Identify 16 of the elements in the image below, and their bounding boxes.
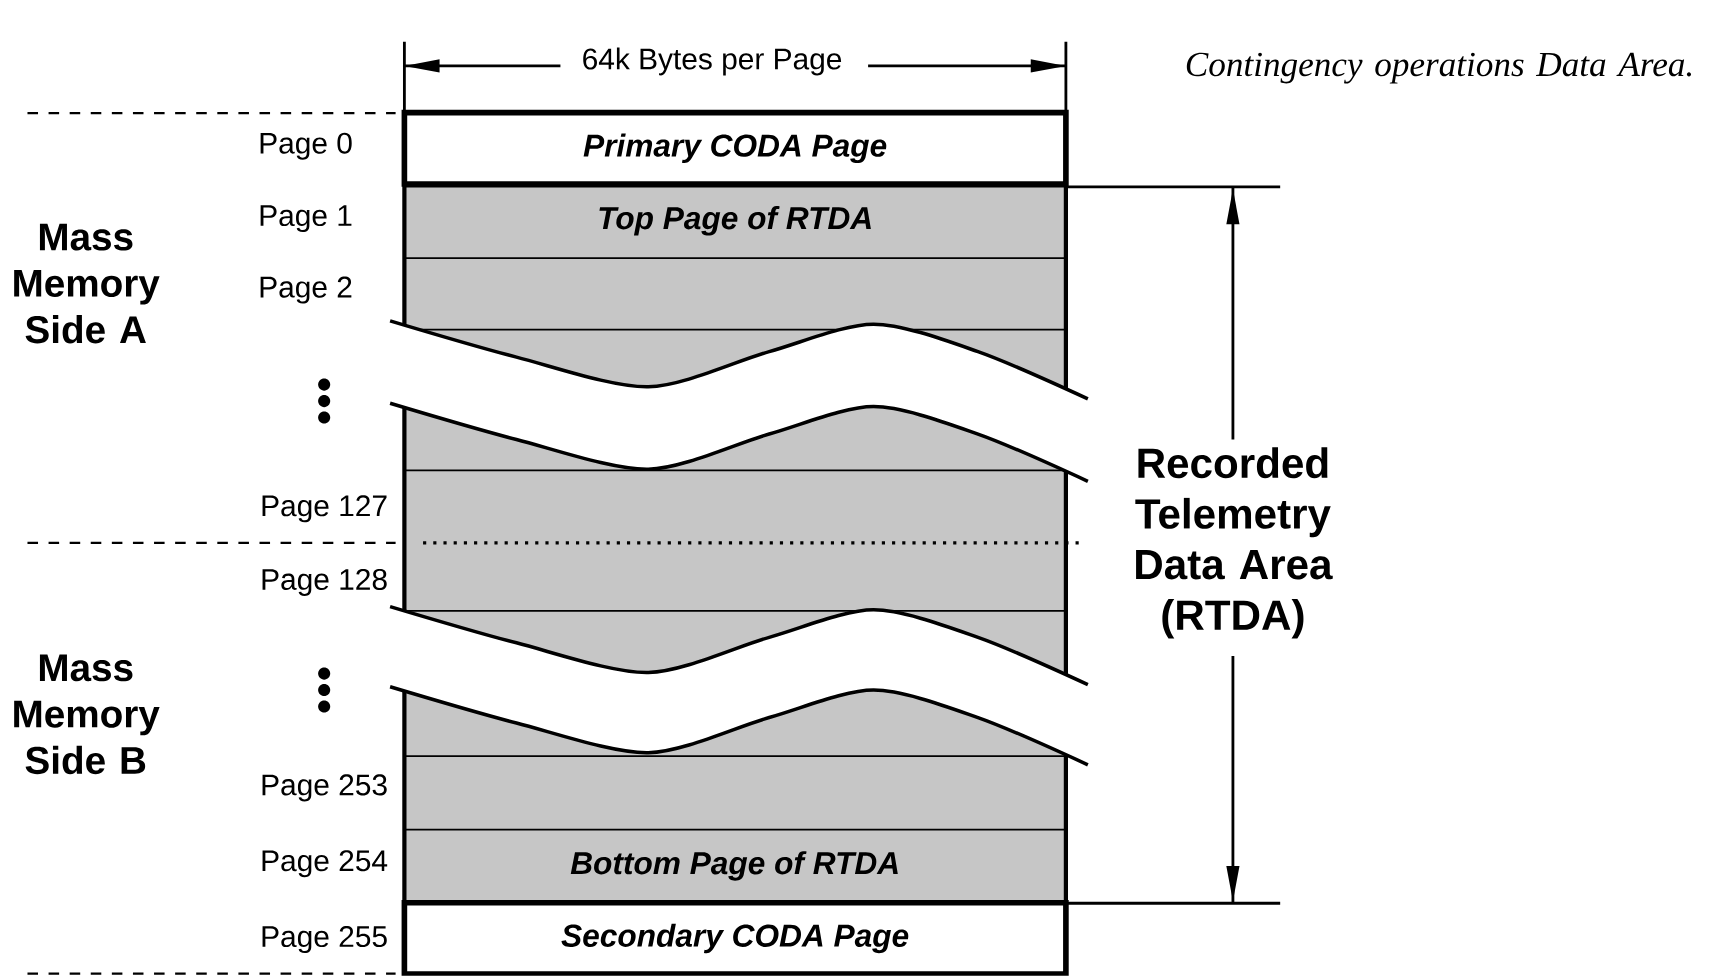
page-box: Primary CODA Page (401, 109, 1069, 187)
page-label: Page 253 (262, 774, 387, 802)
page-box: Secondary CODA Page (401, 900, 1069, 976)
dimension-label: 64k Bytes per Page (583, 47, 842, 76)
area-label: Mass Memory Side A (14, 223, 160, 344)
handwritten-note: Contingency operations Data Area. (1186, 52, 1692, 84)
page-label: Page 254 (262, 850, 388, 878)
page-label: Page 128 (262, 569, 387, 596)
page-row: Bottom Page of RTDA (570, 851, 898, 881)
page-row: Top Page of RTDA (599, 206, 871, 236)
page-label: Page 127 (262, 495, 387, 523)
page-label: Page 0 (260, 132, 352, 160)
page-label: Page 1 (260, 205, 352, 233)
area-label: Recorded Telemetry Data Area (RTDA) (1135, 447, 1333, 639)
page-label: Page 2 (260, 276, 352, 304)
area-label: Mass Memory Side B (14, 654, 160, 775)
